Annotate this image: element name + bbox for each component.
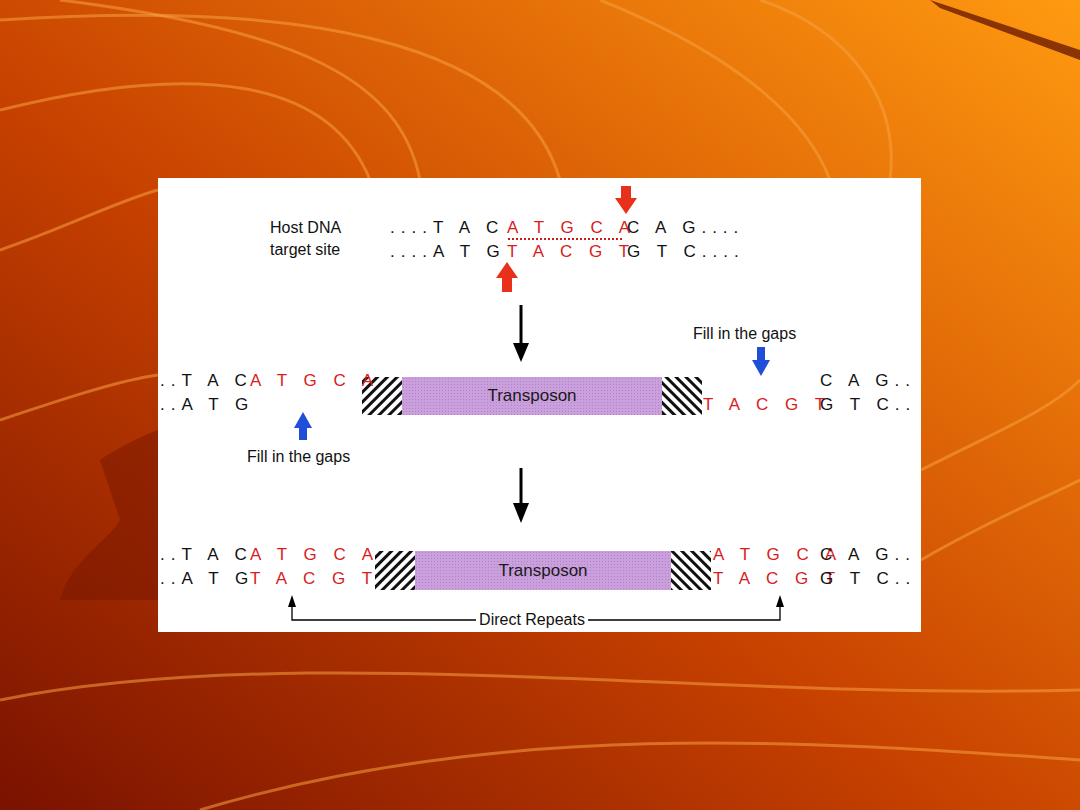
host-sequence: ..T A C <box>160 371 253 391</box>
step-note: Fill in the gaps <box>693 324 796 344</box>
fill-arrow <box>752 347 770 376</box>
runner-silhouette <box>60 430 158 600</box>
cut-arrow <box>615 186 637 214</box>
host-sequence: C A G.... <box>627 218 744 238</box>
target-sequence: T A C G T <box>507 242 635 262</box>
host-sequence: G T C.... <box>627 242 745 262</box>
node-label: Transposon <box>487 386 576 406</box>
host-sequence: ....T A C <box>390 218 504 238</box>
target-sequence: T A C G T <box>250 569 378 589</box>
cut-arrow <box>496 262 518 292</box>
target-sequence: A T G C A <box>250 371 379 391</box>
host-sequence: G T C.. <box>820 395 916 415</box>
host-sequence: ..A T G <box>160 569 254 589</box>
inverted-repeat-end <box>671 551 711 590</box>
target-sequence: A T G C A <box>507 218 636 238</box>
host-sequence: ....A T G <box>390 242 506 262</box>
step-note: Fill in the gaps <box>247 447 350 467</box>
bracket-arrowhead <box>776 595 784 607</box>
host-sequence: ..A T G <box>160 395 254 415</box>
bracket-arrowhead <box>288 595 296 607</box>
inverted-repeat-end <box>375 551 415 590</box>
step-arrow <box>513 305 529 362</box>
inverted-repeat-end <box>662 377 702 415</box>
site-label: Host DNA target site <box>270 217 362 261</box>
bracket-label: Direct Repeats <box>476 610 588 630</box>
step-arrow <box>513 468 529 523</box>
transposon-box: Transposon <box>415 551 671 590</box>
corner-stripe <box>930 0 1080 60</box>
target-sequence: T A C G T <box>703 395 831 415</box>
host-sequence: G T C.. <box>820 569 916 589</box>
fill-arrow <box>294 412 312 440</box>
host-sequence: C A G.. <box>820 371 916 391</box>
node-label: Transposon <box>498 561 587 581</box>
diagram-panel <box>158 178 921 632</box>
host-sequence: C A G.. <box>820 545 916 565</box>
host-sequence: ..T A C <box>160 545 253 565</box>
transposon-box: Transposon <box>402 377 662 415</box>
target-sequence: A T G C A <box>250 545 379 565</box>
target-underline <box>508 238 622 240</box>
